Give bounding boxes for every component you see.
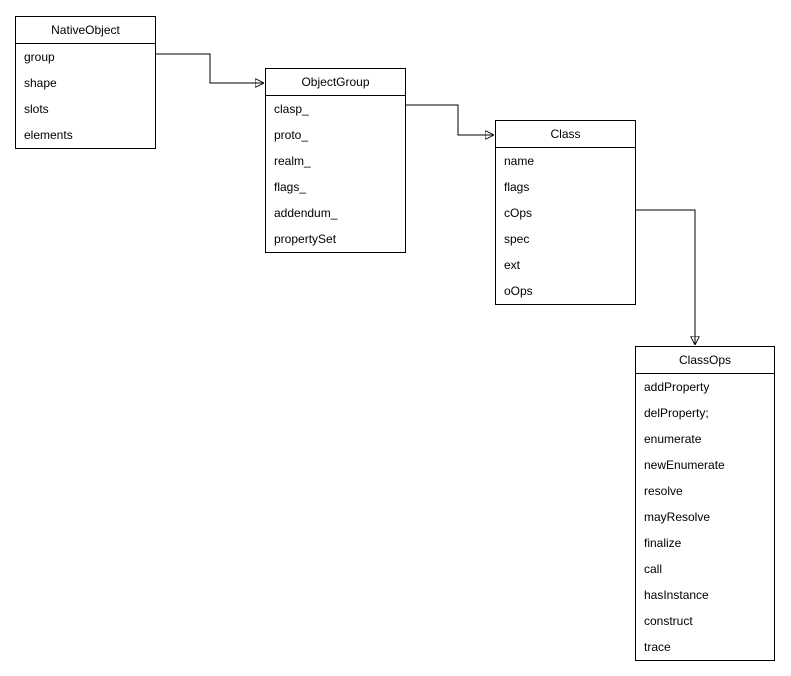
box-row: delProperty;: [644, 406, 709, 420]
box-row: ext: [504, 258, 521, 272]
box-row: addendum_: [274, 206, 338, 220]
box-row: enumerate: [644, 432, 702, 446]
box-row: flags_: [274, 180, 307, 194]
box-row: name: [504, 154, 535, 168]
box-row: trace: [644, 640, 671, 654]
connector-nativeobject-to-objectgroup: [155, 53, 264, 83]
box-row: finalize: [644, 536, 682, 550]
box-row: hasInstance: [644, 588, 709, 602]
class-box-class: Class name flags cOps spec ext oOps: [495, 120, 636, 305]
box-title: Class: [496, 121, 635, 148]
box-row: propertySet: [274, 232, 337, 246]
box-title: ClassOps: [636, 347, 774, 374]
box-row: slots: [24, 102, 49, 116]
connector-class-to-classops: [635, 209, 695, 345]
class-box-nativeobject: NativeObject group shape slots elements: [15, 16, 156, 149]
box-row: proto_: [274, 128, 309, 142]
box-row: elements: [24, 128, 73, 142]
class-box-classops: ClassOps addProperty delProperty; enumer…: [635, 346, 775, 661]
box-row: spec: [504, 232, 530, 246]
box-row: call: [644, 562, 663, 576]
box-row: construct: [644, 614, 693, 628]
box-row: cOps: [504, 206, 533, 220]
box-row: resolve: [644, 484, 683, 498]
box-title: ObjectGroup: [266, 69, 405, 96]
box-title: NativeObject: [16, 17, 155, 44]
box-row: newEnumerate: [644, 458, 725, 472]
box-row: realm_: [274, 154, 311, 168]
box-row: flags: [504, 180, 530, 194]
box-row: oOps: [504, 284, 533, 298]
box-row: group: [24, 50, 55, 64]
class-box-objectgroup: ObjectGroup clasp_ proto_ realm_ flags_ …: [265, 68, 406, 253]
box-row: addProperty: [644, 380, 710, 394]
connector-objectgroup-to-class: [405, 104, 494, 135]
box-row: mayResolve: [644, 510, 711, 524]
box-row: shape: [24, 76, 57, 90]
box-row: clasp_: [274, 102, 309, 116]
